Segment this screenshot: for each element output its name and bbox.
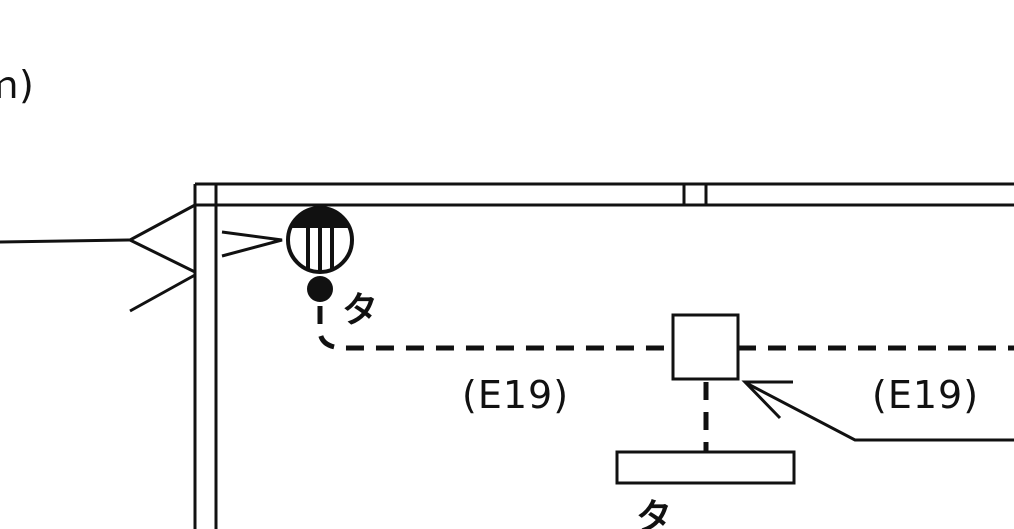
switch-label: タ: [342, 290, 378, 331]
ceiling-light-icon: [286, 206, 354, 274]
right-leader-arrow: [741, 380, 1014, 442]
fluorescent-fixture-icon: [615, 450, 796, 485]
wire-label-right: (E19): [872, 373, 979, 417]
fixture-label: タ: [636, 497, 672, 529]
top-left-annotation-fragment: ｍ): [0, 63, 35, 107]
wire-switch-to-box: [317, 306, 672, 351]
leader-lower-stroke: [129, 273, 196, 313]
leader-chevron: [126, 203, 196, 274]
junction-box-icon: [671, 313, 740, 381]
wiring: [317, 306, 1014, 452]
wire-label-left: (E19): [462, 373, 569, 417]
ceiling-light-filled-top: [290, 207, 350, 228]
arrowhead-to-box: [741, 380, 793, 420]
leader-horizontal-line: [0, 238, 131, 244]
arrowhead-to-light: [221, 230, 283, 258]
left-leader-arrow: [0, 203, 283, 313]
right-leader-line: [747, 382, 1014, 442]
wall-frame: [193, 182, 1014, 529]
switch-dot-icon: [307, 276, 333, 302]
